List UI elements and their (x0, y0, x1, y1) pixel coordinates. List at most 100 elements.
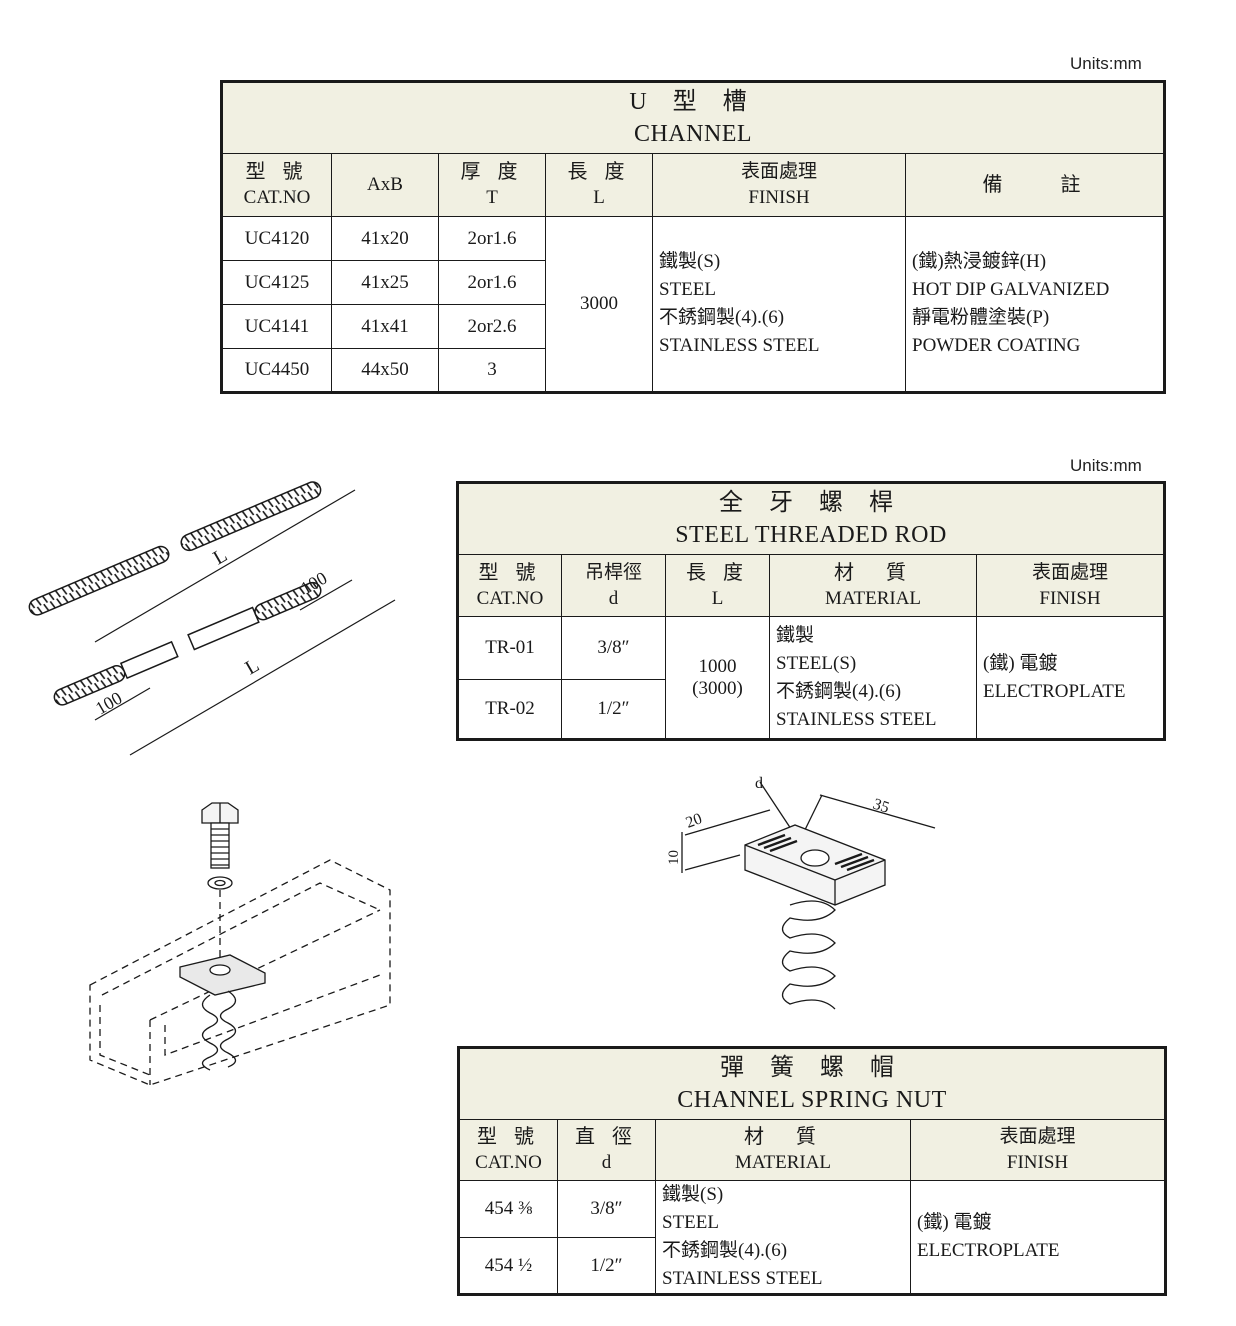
cat-no: UC4120 (221, 216, 332, 261)
nut-dim-width: 35 (871, 796, 891, 817)
header-cat-zh: 型 號 (245, 161, 309, 183)
header-remarks-zh: 備 註 (982, 174, 1087, 196)
cat-no: 454 ⅜ (458, 1180, 558, 1238)
header-cat-en: CAT.NO (475, 1152, 542, 1173)
table-row: UC4125 41x25 2or1.6 (221, 260, 1165, 305)
header-diameter-zh: 直 徑 (575, 1126, 638, 1148)
finish-line: ELECTROPLATE (983, 680, 1126, 702)
header-finish-en: FINISH (1006, 1152, 1069, 1173)
channel-title-zh: U 型 槽 (629, 89, 757, 115)
table-row: UC4141 41x41 2or2.6 (221, 304, 1165, 349)
finish-line: STEEL (659, 279, 716, 300)
header-diameter-zh: 吊桿徑 (584, 561, 642, 583)
rod-units: Units:mm (1070, 456, 1142, 475)
axb-value: 44x50 (331, 348, 439, 393)
nut-dim-height1: 20 (684, 810, 705, 831)
nut-header-row: 型 號 CAT.NO 直 徑 d 材 質 MATERIAL 表面處理 FINISH (458, 1119, 1167, 1181)
length-value: 1000 (698, 655, 737, 677)
cat-no: 454 ½ (458, 1237, 558, 1295)
nut-title-zh: 彈 簧 螺 帽 (720, 1055, 904, 1081)
diameter-value: 3/8″ (561, 616, 666, 680)
header-cat-zh: 型 號 (478, 561, 542, 584)
header-axb: AxB (367, 174, 403, 195)
header-finish-zh: 表面處理 (1032, 561, 1109, 583)
header-thickness-en: T (486, 187, 498, 208)
length-value: (3000) (692, 677, 743, 699)
table-row: UC4450 44x50 3 (221, 348, 1165, 393)
finish-line: (鐵) 電鍍 (917, 1212, 992, 1233)
header-diameter-en: d (601, 1152, 612, 1173)
rod-dim-thread-lower: 100 (92, 688, 125, 719)
finish-cell: (鐵) 電鍍 ELECTROPLATE (909, 1180, 1167, 1295)
remarks-line: POWDER COATING (912, 335, 1081, 356)
finish-line: STAINLESS STEEL (659, 335, 820, 356)
cat-no: UC4141 (221, 304, 332, 349)
thickness-value: 2or1.6 (438, 216, 546, 261)
header-finish-zh: 表面處理 (999, 1126, 1076, 1147)
spring-nut-table: 彈 簧 螺 帽 CHANNEL SPRING NUT 型 號 CAT.NO 直 徑… (457, 1046, 1168, 1296)
finish-line: 不銹鋼製(4).(6) (659, 307, 785, 328)
header-material-zh: 材 質 (834, 561, 912, 584)
remarks-line: (鐵)熱浸鍍鋅(H) (912, 251, 1047, 272)
rod-header-row: 型 號 CAT.NO 吊桿徑 d 長 度 L 材 質 MATERIAL 表面處理 FINI… (457, 554, 1166, 617)
length-cell: 1000 (3000) (665, 616, 770, 740)
header-material-zh: 材 質 (744, 1126, 822, 1148)
material-line: STAINLESS STEEL (662, 1268, 823, 1289)
diameter-value: 1/2″ (557, 1237, 656, 1295)
table-row: TR-01 3/8″ 1000 (3000) 鐵製 STEEL(S) 不銹鋼製(… (457, 616, 1166, 740)
table-row: TR-02 1/2″ (457, 679, 1165, 740)
channel-outline (89, 859, 391, 1086)
hex-bolt (201, 802, 239, 869)
material-cell: 鐵製 STEEL(S) 不銹鋼製(4).(6) STAINLESS STEEL (769, 616, 977, 740)
thickness-value: 3 (438, 348, 546, 393)
header-thickness-zh: 厚 度 (460, 161, 524, 183)
diameter-value: 3/8″ (557, 1180, 656, 1238)
header-cat-zh: 型 號 (477, 1126, 540, 1148)
header-finish-en: FINISH (1039, 587, 1101, 609)
channel-assembly-drawing (89, 802, 391, 1086)
axb-value: 41x25 (331, 260, 439, 305)
spring (781, 900, 836, 1010)
nut-title: 彈 簧 螺 帽 CHANNEL SPRING NUT (457, 1047, 1167, 1120)
header-length-zh: 長 度 (567, 161, 631, 183)
cat-no: UC4125 (221, 260, 332, 305)
remarks-line: HOT DIP GALVANIZED (912, 279, 1110, 300)
rod-title: 全 牙 螺 桿 STEEL THREADED ROD (456, 482, 1166, 555)
header-cat-en: CAT.NO (243, 187, 311, 208)
finish-line: ELECTROPLATE (917, 1240, 1060, 1261)
nut-dim-height2: 10 (666, 850, 682, 865)
header-length-en: L (593, 187, 605, 208)
material-line: 鐵製 (776, 624, 815, 646)
material-line: 不銹鋼製(4).(6) (776, 680, 902, 702)
finish-line: 鐵製(S) (659, 251, 721, 272)
nut-dim-d: d (755, 775, 763, 792)
header-length-en: L (711, 587, 724, 609)
spring-nut-drawing: d 35 20 10 (666, 775, 936, 1010)
header-cat-en: CAT.NO (476, 587, 544, 609)
material-line: STAINLESS STEEL (776, 708, 937, 730)
table-row: 454 ½ 1/2″ (458, 1237, 1166, 1295)
header-diameter-en: d (608, 587, 619, 609)
lower-rod (53, 581, 322, 706)
header-material-en: MATERIAL (824, 587, 922, 609)
nut-title-en: CHANNEL SPRING NUT (677, 1087, 947, 1113)
header-length-zh: 長 度 (686, 561, 749, 584)
cat-no: TR-02 (457, 679, 562, 740)
rod-dim-length-lower: L (242, 654, 264, 679)
threaded-rod-table: 全 牙 螺 桿 STEEL THREADED ROD 型 號 CAT.NO 吊桿徑… (456, 481, 1167, 741)
rod-title-zh: 全 牙 螺 桿 (719, 490, 904, 516)
channel-units: Units:mm (1070, 54, 1142, 73)
header-material-en: MATERIAL (734, 1152, 832, 1173)
finish-line: (鐵) 電鍍 (983, 652, 1058, 674)
threaded-rod-drawing: L L 100 100 (28, 481, 396, 756)
material-line: 不銹鋼製(4).(6) (662, 1240, 788, 1261)
thickness-value: 2or1.6 (438, 260, 546, 305)
cat-no: UC4450 (221, 348, 332, 393)
finish-cell: (鐵) 電鍍 ELECTROPLATE (975, 616, 1166, 740)
rod-title-en: STEEL THREADED ROD (675, 522, 947, 548)
rod-dim-length: L (210, 544, 232, 569)
axb-value: 41x20 (331, 216, 439, 261)
remarks-cell: (鐵)熱浸鍍鋅(H) HOT DIP GALVANIZED 靜電粉體塗裝(P) … (904, 216, 1166, 393)
